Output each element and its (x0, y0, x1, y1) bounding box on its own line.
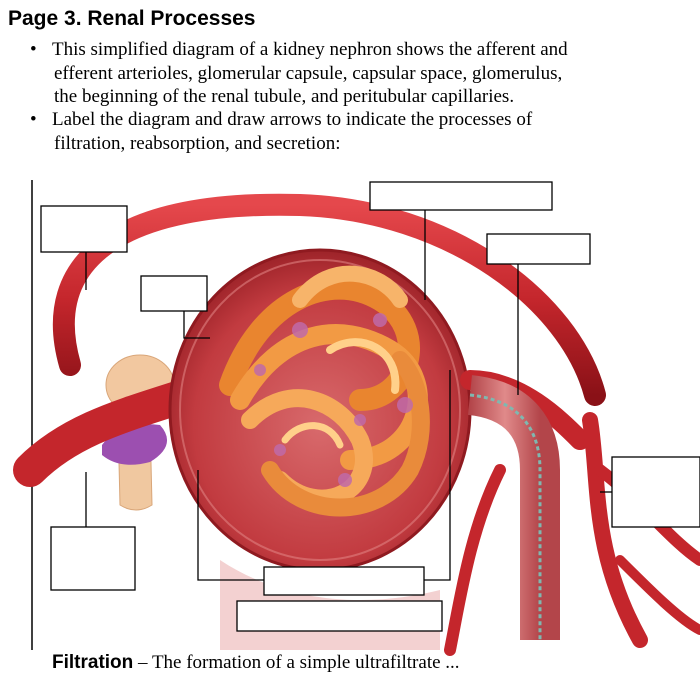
label-box-2 (140, 275, 208, 312)
footer-snippet: Filtration – The formation of a simple u… (52, 652, 460, 673)
bullet-item-1: • This simplified diagram of a kidney ne… (30, 38, 568, 109)
label-box-6 (50, 526, 136, 591)
peritubular-capillaries (444, 412, 700, 656)
capsular-space (179, 259, 461, 561)
podocytes (254, 313, 413, 487)
label-box-1 (40, 205, 128, 253)
label-box-5 (611, 456, 700, 528)
bullet-2-line-1: Label the diagram and draw arrows to ind… (52, 109, 533, 130)
bullet-1-line-3: the beginning of the renal tubule, and p… (54, 86, 515, 107)
tubule-lining (469, 393, 542, 640)
glomerulus (219, 265, 430, 517)
arching-arteriole (52, 193, 606, 406)
bullet-2-line-2: filtration, reabsorption, and secretion: (54, 132, 341, 154)
label-box-8 (236, 600, 443, 632)
page-title: Page 3. Renal Processes (8, 7, 256, 30)
leader-lines (85, 210, 612, 581)
label-box-3 (369, 181, 553, 211)
bullet-item-2: • Label the diagram and draw arrows to i… (30, 108, 700, 155)
label-box-4 (486, 233, 591, 265)
label-box-7 (263, 566, 425, 596)
bullet-marker: • (30, 39, 37, 60)
bullet-1-line-1: This simplified diagram of a kidney neph… (52, 39, 568, 60)
bullet-1-line-2: efferent arterioles, glomerular capsule,… (54, 62, 563, 84)
bullet-marker: • (30, 109, 37, 130)
